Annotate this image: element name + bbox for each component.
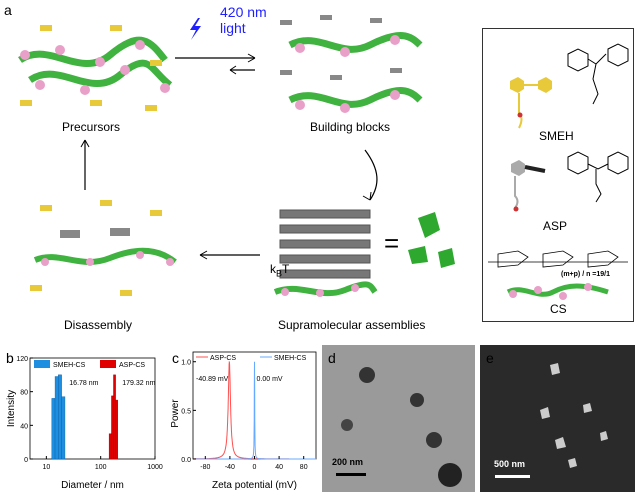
legend-box: SMEH ASP (m+p) / n =19/1 [482,28,634,322]
y-tick-label: 80 [20,390,28,397]
kbt-label: kBT [270,262,289,278]
bar [113,374,116,460]
bar [61,396,66,460]
scalebar-d: 200 nm [332,457,364,467]
bar [111,395,114,460]
x-tick-label: 100 [95,464,107,471]
peak-annotation: -40.89 mV [196,376,229,383]
y-axis-label: Intensity [6,390,17,427]
peak-annotation: 0.00 mV [257,376,283,383]
disassembly-illustration [30,200,177,296]
bar [115,399,118,460]
disassembly-label: Disassembly [64,318,133,332]
y-tick-label: 120 [16,356,28,363]
panel-b-label: b [6,350,14,366]
building-blocks-label: Building blocks [310,120,391,134]
legend-structures [488,43,629,300]
y-tick-label: 0 [24,457,28,464]
legend-label: ASP-CS [210,355,236,362]
bar [51,398,56,460]
panel-e-label: e [486,350,494,366]
tem-particles-e [495,363,608,478]
x-tick-label: 80 [300,464,308,471]
precursors-label: Precursors [62,120,121,134]
x-tick-label: 40 [275,464,283,471]
chart-b: 16.78 nm SMEH-CS 179.32 nm ASP-CS 10 100 1000 0… [6,356,163,491]
plot-frame [29,357,156,460]
ratio-label: (m+p) / n =19/1 [561,271,611,278]
panel-c-label: c [172,350,179,366]
chart-c: -40.89 mV ASP-CS 0.00 mV SMEH-CS -80 -40 0 40 80… [170,351,317,491]
panel-a-scheme [18,15,455,297]
building-blocks-illustration [280,15,423,113]
light-word: light [220,20,246,36]
asp-label: ASP [543,219,568,233]
y-axis-label: Power [170,399,181,428]
t: T [282,262,290,276]
y-tick-label: 40 [20,423,28,430]
tem-image-d: 200 nm [322,345,475,492]
legend-swatch [100,360,116,368]
bar [108,433,112,460]
y-tick-label: 0.0 [181,457,191,464]
precursors-illustration [18,25,173,111]
legend-swatch [34,360,50,368]
panel-a-label: a [4,2,12,18]
assemblies-label: Supramolecular assemblies [278,318,426,332]
x-tick-label: 1000 [147,464,163,471]
series-line [193,361,316,460]
bar [54,376,59,460]
bar [58,374,62,460]
assemblies-illustration [273,209,455,297]
y-tick-label: 1.0 [181,360,191,367]
tem-image-e: 500 nm [480,345,635,492]
x-tick-label: -80 [200,464,210,471]
scalebar-e: 500 nm [494,459,526,469]
cs-label: CS [550,302,567,316]
legend-label: SMEH-CS [53,362,86,369]
sub-b: B [276,268,283,279]
x-tick-label: 0 [253,464,257,471]
k: k [270,262,276,276]
x-tick-label: 10 [42,464,50,471]
equals-sign: = [384,228,400,258]
wavelength: 420 nm [220,4,267,20]
bar-annotation: 179.32 nm [122,380,155,387]
x-axis-label: Zeta potential (mV) [212,480,297,491]
tem-particles-d [336,367,462,487]
panel-d-label: d [328,350,336,366]
x-tick-label: -40 [225,464,235,471]
bar-annotation: 16.78 nm [69,380,98,387]
smeh-label: SMEH [539,129,574,143]
legend-label: ASP-CS [119,362,145,369]
y-tick-label: 0.5 [181,408,191,415]
x-axis-label: Diameter / nm [61,480,124,491]
lightning-icon [190,18,201,40]
legend-label: SMEH-CS [274,355,307,362]
